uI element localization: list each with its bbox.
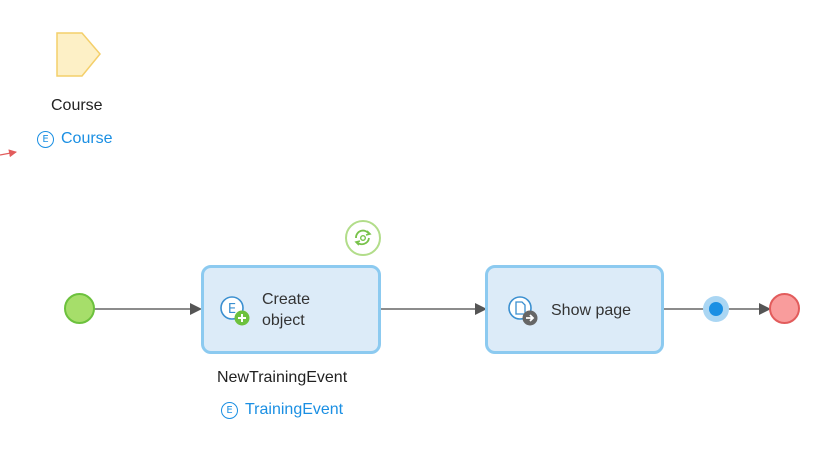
create-object-variable: NewTrainingEvent — [217, 369, 348, 386]
merge-node[interactable] — [703, 296, 729, 322]
annotation-connector — [0, 149, 17, 158]
parameter-shape-icon[interactable] — [54, 31, 102, 79]
parameter-entity-link[interactable]: E Course — [37, 130, 113, 148]
start-event[interactable] — [64, 293, 95, 324]
show-page-activity[interactable]: Show page — [485, 265, 664, 354]
show-page-icon — [506, 293, 540, 327]
parameter-entity-name: Course — [61, 130, 113, 147]
create-object-entity-name: TrainingEvent — [245, 401, 344, 418]
merge-dot — [709, 302, 723, 316]
parameter-name: Course — [51, 97, 103, 114]
svg-text:E: E — [228, 302, 236, 317]
entity-icon: E — [221, 401, 238, 419]
create-object-label: Create object — [262, 291, 311, 329]
show-page-label: Show page — [551, 302, 632, 319]
entity-icon: E — [37, 130, 54, 148]
end-event[interactable] — [769, 293, 800, 324]
loop-icon[interactable] — [345, 220, 381, 256]
create-object-activity[interactable]: E Create object — [201, 265, 381, 354]
create-object-icon: E — [217, 293, 251, 327]
create-object-entity-link[interactable]: E TrainingEvent — [221, 401, 343, 419]
